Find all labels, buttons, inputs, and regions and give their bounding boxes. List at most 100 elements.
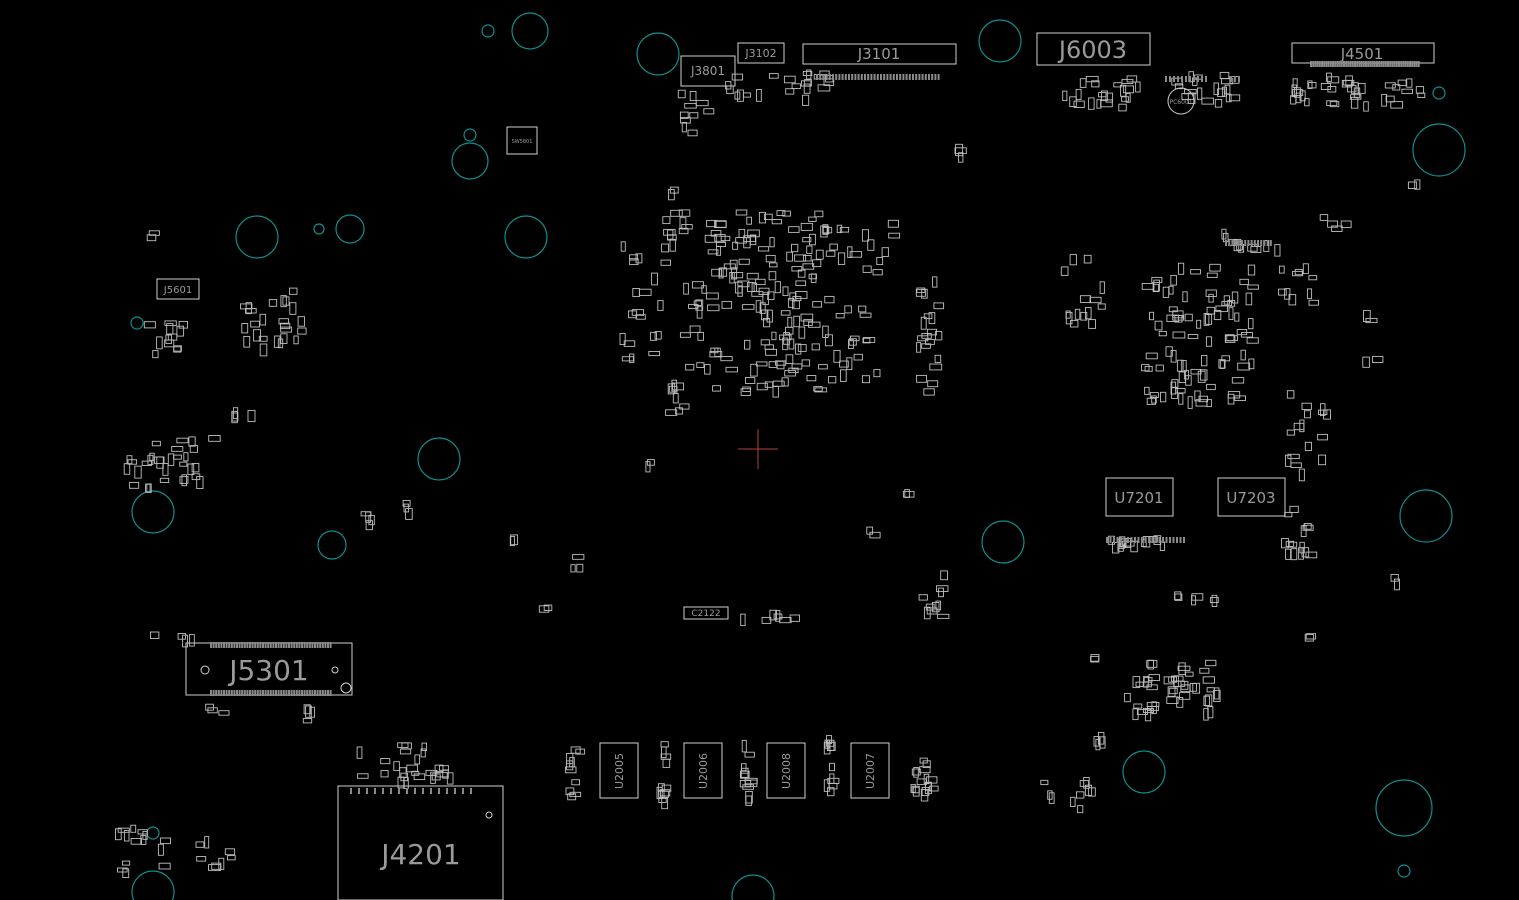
u2005-chip[interactable]: U2005	[599, 742, 639, 799]
j3801-connector[interactable]: J3801	[680, 55, 736, 87]
smd-pad	[1040, 779, 1049, 786]
j3101-connector[interactable]: J3101	[802, 43, 957, 65]
smd-pad	[938, 587, 944, 598]
u2008-chip[interactable]: U2008	[766, 742, 806, 799]
connector-pin	[1371, 61, 1374, 67]
smd-pad	[846, 357, 853, 371]
smd-pad	[861, 375, 870, 384]
connector-pin	[264, 642, 267, 648]
smd-pad	[711, 268, 722, 277]
smd-pad	[1168, 306, 1178, 313]
u7201-chip[interactable]: U7201	[1105, 477, 1174, 517]
smd-pad	[1088, 97, 1095, 110]
smd-pad	[734, 281, 743, 294]
j4501-connector[interactable]: J4501	[1291, 42, 1435, 64]
smd-pad	[1105, 92, 1114, 103]
u2006-chip[interactable]: U2006	[683, 742, 723, 799]
smd-pad	[357, 773, 369, 779]
sw5801-switch[interactable]: SW5801	[506, 126, 538, 155]
smd-pad	[922, 760, 931, 768]
smd-pad	[1147, 659, 1154, 670]
smd-pad	[620, 241, 626, 252]
smd-pad	[1079, 295, 1092, 303]
smd-pad	[179, 461, 188, 467]
smd-pad	[866, 526, 874, 535]
smd-pad	[917, 335, 929, 342]
connector-pin	[1162, 537, 1164, 543]
smd-pad	[789, 614, 800, 622]
smd-pad	[152, 350, 159, 359]
smd-pad	[1154, 320, 1163, 331]
smd-pad	[226, 855, 236, 861]
smd-pad	[774, 281, 781, 294]
smd-pad	[1205, 314, 1213, 325]
connector-pin	[220, 690, 223, 696]
connector-pin	[306, 690, 309, 696]
smd-pad	[802, 255, 812, 262]
smd-pad	[661, 243, 669, 253]
connector-pin	[1327, 61, 1330, 67]
smd-pad	[1149, 392, 1159, 398]
smd-pad	[302, 718, 313, 724]
smd-pad	[929, 785, 939, 792]
smd-pad	[134, 465, 142, 479]
smd-pad	[1070, 319, 1079, 328]
u7203-chip[interactable]: U7203	[1217, 477, 1286, 517]
smd-pad	[141, 460, 152, 466]
connector-pin	[316, 642, 319, 648]
smd-pad	[659, 790, 669, 798]
connector-pin	[915, 74, 918, 80]
j4201-connector[interactable]: J4201	[337, 785, 504, 900]
connector-pin	[851, 74, 854, 80]
connector-pin	[1266, 240, 1269, 246]
smd-pad	[771, 219, 783, 225]
smd-pad	[829, 762, 835, 772]
connector-pin	[1109, 537, 1112, 543]
smd-pad	[1199, 667, 1210, 674]
smd-pad	[814, 210, 824, 218]
j5601-connector[interactable]: J5601	[156, 278, 200, 300]
smd-pad	[1174, 591, 1182, 600]
smd-pad	[1141, 364, 1150, 372]
smd-pad	[1245, 292, 1253, 306]
connector-pin	[316, 690, 319, 696]
smd-pad	[863, 337, 876, 343]
j5301-connector[interactable]: J5301	[185, 642, 353, 696]
smd-pad	[853, 353, 863, 361]
smd-pad	[1304, 98, 1310, 107]
smd-pad	[697, 331, 704, 341]
smd-pad	[129, 481, 140, 489]
connector-pin	[236, 642, 238, 648]
connector-pin	[303, 642, 306, 648]
smd-pad	[151, 440, 161, 447]
j6003-connector[interactable]: J6003	[1036, 32, 1151, 66]
smd-pad	[167, 453, 175, 466]
smd-pad	[931, 601, 940, 613]
connector-pin	[864, 74, 866, 80]
connector-pin	[454, 788, 456, 794]
c2122-part[interactable]: C2122	[683, 606, 729, 620]
smd-pad	[1077, 805, 1084, 814]
smd-pad	[933, 302, 945, 310]
connector-pin	[223, 690, 225, 696]
smd-pad	[1149, 311, 1155, 321]
connector-pin	[1144, 537, 1147, 543]
connector-pin	[327, 642, 329, 648]
smd-pad	[1202, 676, 1215, 684]
smd-pad	[1171, 386, 1178, 399]
u2007-chip[interactable]: U2007	[850, 742, 890, 799]
smd-pad	[1224, 335, 1236, 343]
smd-pad	[1185, 671, 1194, 677]
connector-pin	[1169, 76, 1171, 82]
connector-pin	[217, 642, 220, 648]
smd-pad	[576, 563, 584, 573]
connector-pin	[366, 788, 368, 794]
smd-pad	[800, 313, 814, 322]
smd-pad	[695, 99, 709, 107]
smd-pad	[1095, 738, 1101, 751]
pc6001-part[interactable]: PC6001	[1167, 87, 1195, 115]
smd-pad	[932, 276, 938, 288]
smd-pad	[1290, 548, 1298, 561]
j3102-connector[interactable]: J3102	[737, 42, 785, 64]
